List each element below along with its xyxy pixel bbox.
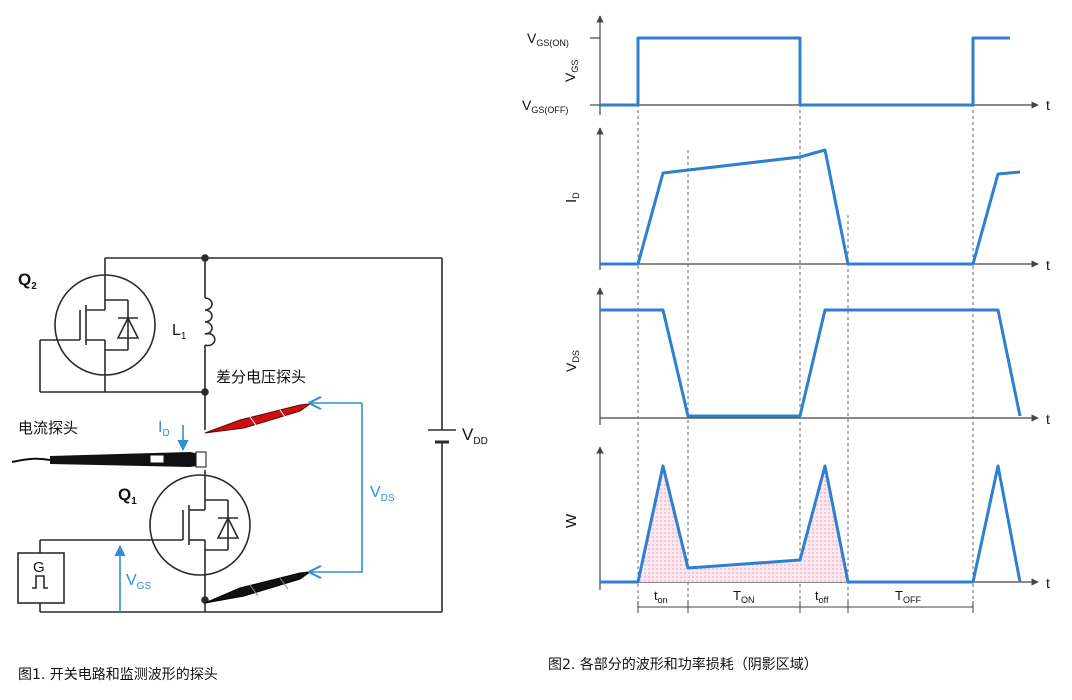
figure2-timing bbox=[637, 601, 974, 613]
vds-lower-arrow bbox=[310, 403, 363, 572]
current-probe-label: 电流探头 bbox=[18, 419, 78, 437]
differential-probe-red bbox=[204, 403, 312, 434]
q1-transistor bbox=[149, 474, 251, 576]
current-probe-cable bbox=[11, 457, 51, 463]
red-probe-ring2 bbox=[279, 409, 289, 422]
t-on-small-label: ton bbox=[654, 588, 668, 605]
vds-waveform bbox=[600, 308, 1022, 418]
vgs-label: VGS bbox=[126, 572, 151, 592]
junction-top bbox=[201, 254, 209, 262]
w-waveform bbox=[600, 464, 1022, 584]
t-label-4: t bbox=[1046, 575, 1050, 591]
pulse-symbol bbox=[32, 575, 48, 589]
current-probe-clamp bbox=[195, 451, 207, 468]
figure2-guides bbox=[637, 38, 974, 612]
q2-diode-triangle bbox=[116, 316, 140, 339]
vds-axis-label: VDS bbox=[563, 350, 581, 372]
vds-label: VDS bbox=[370, 484, 395, 504]
pulse-generator bbox=[17, 552, 65, 604]
figure2-waveforms bbox=[600, 36, 1022, 584]
black-probe-body bbox=[204, 571, 312, 604]
vgs-waveform bbox=[600, 36, 1010, 107]
junction-q2-source bbox=[201, 388, 209, 396]
diff-probe-label: 差分电压探头 bbox=[216, 368, 306, 386]
t-off-small-label: toff bbox=[815, 588, 829, 605]
id-label: ID bbox=[158, 419, 170, 439]
q1-diode-triangle bbox=[216, 516, 240, 539]
current-probe-window bbox=[149, 454, 165, 464]
t-on-big-label: TON bbox=[733, 588, 754, 605]
figure1-labels: Q2 Q1 L1 VDD 差分电压探头 电流探头 ID VDS VGS G bbox=[18, 270, 488, 592]
l1-label: L1 bbox=[172, 322, 187, 342]
q1-label: Q1 bbox=[118, 485, 137, 507]
t-off-big-label: TOFF bbox=[895, 588, 921, 605]
current-probe-body bbox=[50, 452, 205, 467]
id-axis-label: ID bbox=[563, 192, 581, 203]
black-probe-ring2 bbox=[279, 577, 289, 590]
figure1-annotations bbox=[114, 403, 363, 612]
vdd-label: VDD bbox=[462, 425, 488, 447]
t-label-2: t bbox=[1046, 257, 1050, 273]
figure2-labels: VGS(ON) VGS(OFF) VGS ID VDS W t t t t to… bbox=[522, 30, 1050, 605]
vgs-off-label: VGS(OFF) bbox=[522, 97, 568, 115]
black-probe-ring bbox=[249, 584, 259, 597]
vgs-on-label: VGS(ON) bbox=[527, 30, 569, 48]
vgs-axis-label: VGS bbox=[562, 60, 580, 82]
q2-label: Q2 bbox=[18, 270, 37, 292]
current-probe bbox=[11, 451, 207, 468]
figure1-circuit bbox=[17, 254, 456, 613]
t-label-3: t bbox=[1046, 411, 1050, 427]
generator-label: G bbox=[33, 559, 45, 576]
differential-probe-black bbox=[204, 571, 312, 604]
figure2-caption: 图2. 各部分的波形和功率损耗（阴影区域） bbox=[548, 657, 818, 673]
w-axis-label: W bbox=[563, 513, 580, 528]
figure1-caption: 图1. 开关电路和监测波形的探头 bbox=[18, 667, 218, 683]
inductor-l1 bbox=[204, 297, 216, 347]
red-probe-body bbox=[204, 403, 312, 434]
id-waveform bbox=[600, 148, 1021, 266]
t-label-1: t bbox=[1046, 97, 1050, 113]
red-probe-ring bbox=[249, 416, 259, 429]
